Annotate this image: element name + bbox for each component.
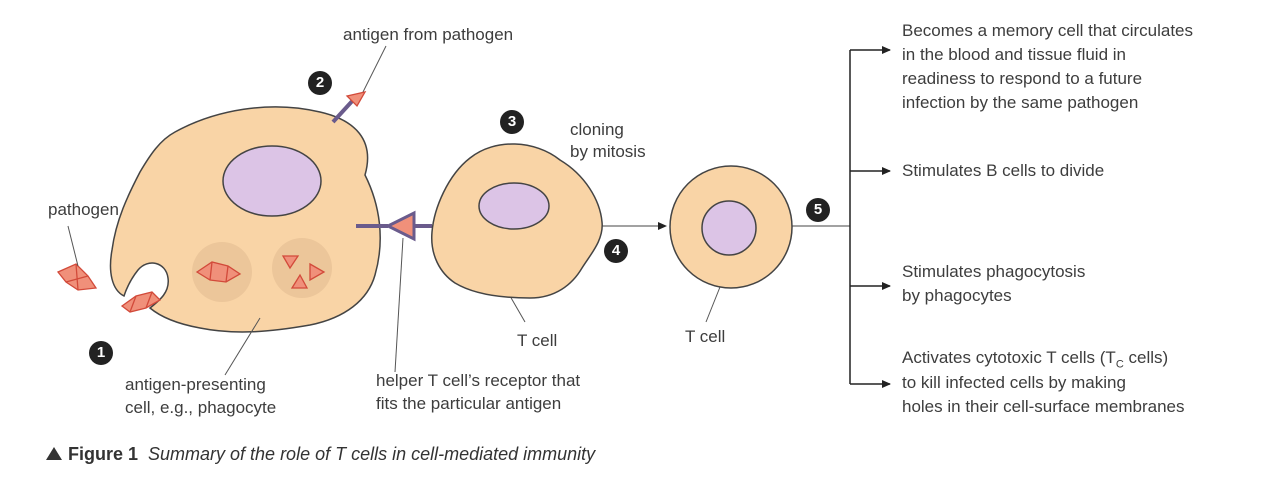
figure-number: Figure 1 bbox=[68, 444, 139, 464]
label-t-cell-2: T cell bbox=[685, 327, 726, 346]
step-1-badge: 1 bbox=[89, 341, 113, 365]
pathogen-outside bbox=[56, 263, 98, 291]
antigen-pointer bbox=[359, 45, 387, 99]
tcell-pointer-1 bbox=[509, 295, 526, 323]
label-apc-line2: cell, e.g., phagocyte bbox=[125, 398, 277, 417]
outcome-memory-line2: in the blood and tissue fluid in bbox=[902, 45, 1126, 64]
outcome-phago-line2: by phagocytes bbox=[902, 286, 1012, 305]
figure-caption: Figure 1 Summary of the role of T cells i… bbox=[46, 444, 595, 465]
receptor-pointer bbox=[394, 237, 404, 373]
outcome-phago-line1: Stimulates phagocytosis bbox=[902, 262, 1086, 281]
apc-pointer bbox=[224, 317, 261, 376]
outcome-memory-line4: infection by the same pathogen bbox=[902, 93, 1139, 112]
vesicle-right bbox=[272, 238, 332, 298]
outcome-cytotoxic-line3: holes in their cell-surface membranes bbox=[902, 397, 1185, 416]
outcome-b-cells: Stimulates B cells to divide bbox=[902, 161, 1105, 180]
pathogen-entering bbox=[120, 291, 162, 313]
step-2-badge: 2 bbox=[308, 71, 332, 95]
outcome-cytotoxic-line2: to kill infected cells by making bbox=[902, 373, 1126, 392]
step-4-badge: 4 bbox=[604, 239, 628, 263]
receptor-binding bbox=[356, 210, 432, 242]
outcome-memory-line1: Becomes a memory cell that circulates bbox=[902, 21, 1193, 40]
cytotoxic-text-post: cells) bbox=[1123, 348, 1169, 367]
label-antigen-from-pathogen: antigen from pathogen bbox=[343, 25, 514, 44]
label-apc-line1: antigen-presenting bbox=[125, 375, 266, 394]
t-cell-nucleus bbox=[478, 182, 550, 230]
caption-text: Summary of the role of T cells in cell-m… bbox=[148, 444, 596, 464]
step-5-badge: 5 bbox=[806, 198, 830, 222]
cytotoxic-subscript: C bbox=[1115, 358, 1124, 371]
label-t-cell-1: T cell bbox=[517, 331, 558, 350]
cytotoxic-text-pre: Activates cytotoxic T cells (T bbox=[902, 348, 1116, 367]
apc-nucleus bbox=[222, 145, 322, 217]
label-by-mitosis: by mitosis bbox=[570, 142, 646, 161]
outcome-memory-line3: readiness to respond to a future bbox=[902, 69, 1143, 88]
cloned-t-cell-nucleus bbox=[701, 200, 757, 256]
label-pathogen: pathogen bbox=[48, 200, 119, 219]
presented-antigen bbox=[331, 91, 367, 124]
engulfed-pathogen-left bbox=[195, 261, 242, 283]
pathogen-fragments bbox=[281, 255, 326, 289]
tcell-pointer-2 bbox=[705, 281, 723, 323]
triangle-icon bbox=[46, 447, 62, 460]
label-cloning: cloning bbox=[570, 120, 624, 139]
label-helper-line1: helper T cell’s receptor that bbox=[376, 371, 581, 390]
label-helper-line2: fits the particular antigen bbox=[376, 394, 562, 413]
step-3-badge: 3 bbox=[500, 110, 524, 134]
pathogen-pointer bbox=[67, 225, 79, 267]
outcome-cytotoxic-line1: Activates cytotoxic T cells (TC cells) bbox=[902, 347, 1168, 375]
